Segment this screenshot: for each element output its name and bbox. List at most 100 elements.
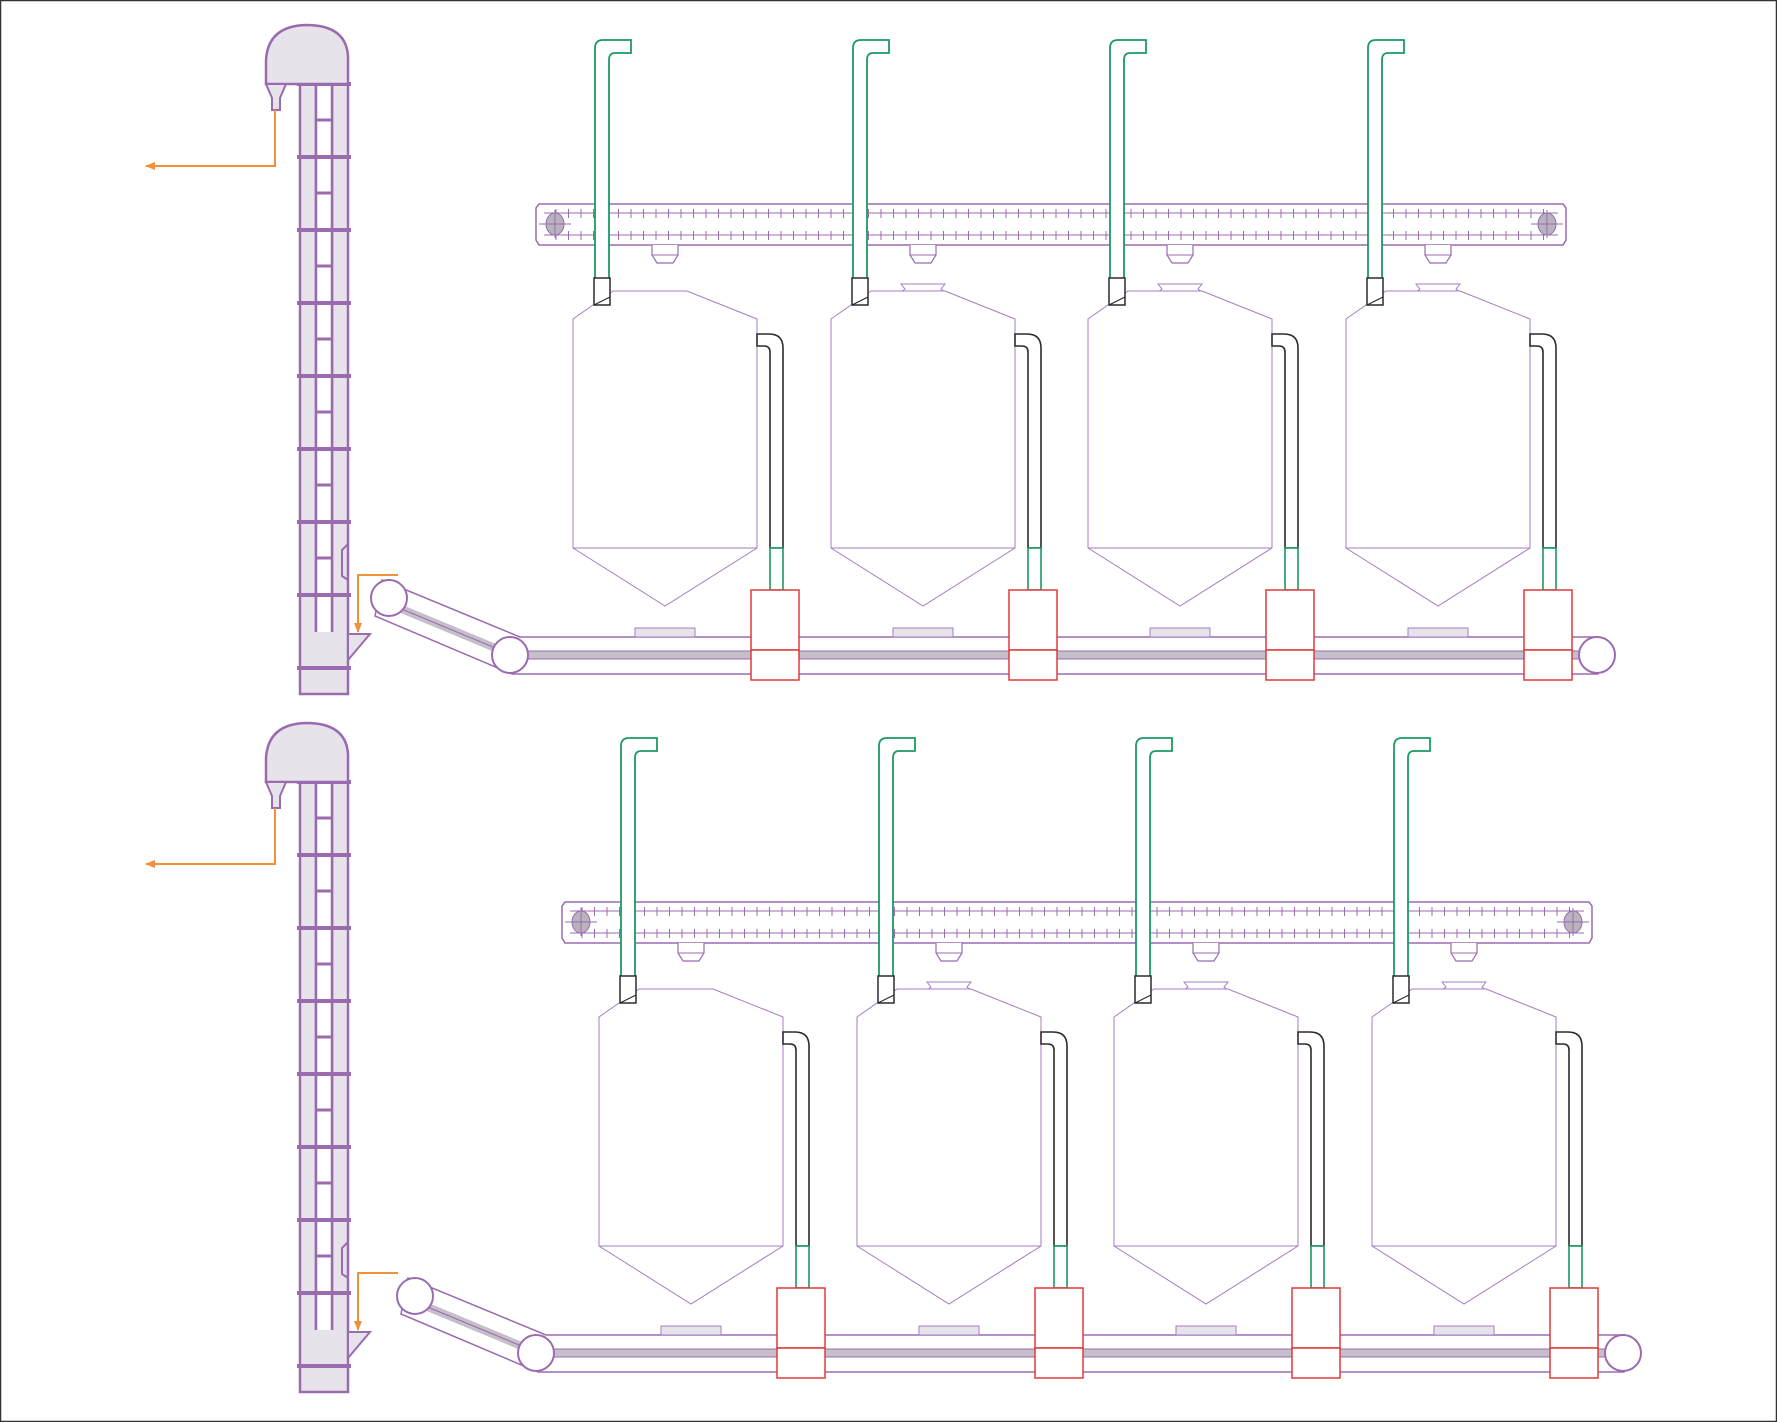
silo-return-pipe-lower [769, 547, 784, 591]
silo-3 [1087, 39, 1315, 681]
silo-gate-box-upper [750, 589, 800, 651]
silo-2 [830, 39, 1058, 681]
silo-1 [572, 39, 800, 681]
silo-fill-pipe-valve [877, 975, 895, 1004]
conveyor-pulley-bend [517, 1334, 555, 1372]
silo-fill-pipe [1367, 39, 1405, 278]
silo-gate-box-lower [776, 1347, 826, 1379]
silo-gate-box-upper [776, 1287, 826, 1349]
screw-conveyor [561, 901, 1593, 944]
conveyor-pulley-tail [370, 579, 408, 617]
elevator-inlet-hopper [347, 633, 373, 663]
silo-body [1371, 988, 1557, 1305]
silo-fill-pipe-valve [851, 277, 869, 306]
silo-fill-pipe-valve-mark [1108, 296, 1126, 306]
system-bottom [145, 721, 1642, 1394]
elevator-discharge-spout [264, 781, 288, 809]
elevator-inspection-door [341, 1241, 349, 1279]
silo-return-pipe-lower [1310, 1245, 1325, 1289]
silo-fill-pipe-valve-mark [1366, 296, 1384, 306]
silo-return-pipe [1271, 333, 1299, 549]
silo-body [598, 988, 784, 1305]
system-top [145, 23, 1616, 696]
silo-fill-pipe-valve-mark [1392, 994, 1410, 1004]
silo-1 [598, 737, 826, 1379]
silo-return-pipe-lower [1542, 547, 1557, 591]
bucket-elevator [264, 23, 373, 696]
silo-gate-box-lower [750, 649, 800, 681]
silo-fill-pipe-valve [619, 975, 637, 1004]
silo-gate-box-upper [1008, 589, 1058, 651]
screw-outlet-nozzle [909, 245, 937, 264]
elevator-inspection-door [341, 543, 349, 581]
silo-body [1345, 290, 1531, 607]
silo-body [1113, 988, 1299, 1305]
screw-conveyor [535, 203, 1567, 246]
silo-discharge-pad [660, 1325, 722, 1336]
screw-outlet-nozzle [935, 943, 963, 962]
conveyor-belt-incline-line [417, 1302, 532, 1351]
elevator-head [264, 721, 350, 784]
silo-body [1087, 290, 1273, 607]
silo-fill-pipe [620, 737, 658, 976]
silo-body [830, 290, 1016, 607]
elevator-head [264, 23, 350, 86]
silo-discharge-pad [1407, 627, 1469, 638]
bucket-elevator [264, 721, 373, 1394]
silo-fill-pipe-valve-mark [851, 296, 869, 306]
screw-outlet-nozzle [1424, 245, 1452, 264]
silo-return-pipe [782, 1031, 810, 1247]
silo-fill-pipe [1135, 737, 1173, 976]
silo-return-pipe-lower [795, 1245, 810, 1289]
silo-gate-box-upper [1549, 1287, 1599, 1349]
conveyor-pulley-tail [396, 1277, 434, 1315]
silo-return-pipe-lower [1284, 547, 1299, 591]
screw-outlet-nozzle [1166, 245, 1194, 264]
elevator-inlet-hopper [347, 1331, 373, 1361]
conveyor-pulley-bend [491, 636, 529, 674]
silo-return-pipe-lower [1568, 1245, 1583, 1289]
silo-body [856, 988, 1042, 1305]
silo-return-pipe [1040, 1031, 1068, 1247]
silo-return-pipe [1014, 333, 1042, 549]
silo-fill-pipe-valve-mark [619, 994, 637, 1004]
conveyor-pulley-head [1604, 1334, 1642, 1372]
silo-body [572, 290, 758, 607]
inlet-flow-arrow [354, 574, 398, 633]
elevator-leg-gap [316, 84, 332, 632]
outlet-flow-arrow [145, 808, 276, 868]
silo-fill-pipe-valve [1366, 277, 1384, 306]
silo-discharge-pad [1149, 627, 1211, 638]
silo-4 [1345, 39, 1573, 681]
silo-return-pipe-lower [1053, 1245, 1068, 1289]
silo-fill-pipe-valve [1134, 975, 1152, 1004]
screw-outlet-nozzle [677, 943, 705, 962]
silo-fill-pipe-valve [593, 277, 611, 306]
silo-gate-box-lower [1291, 1347, 1341, 1379]
silo-gate-box-lower [1265, 649, 1315, 681]
silo-gate-box-lower [1549, 1347, 1599, 1379]
elevator-discharge-spout [264, 83, 288, 111]
silo-discharge-pad [1175, 1325, 1237, 1336]
silo-fill-pipe-valve [1108, 277, 1126, 306]
silo-gate-box-lower [1008, 649, 1058, 681]
silo-gate-box-upper [1523, 589, 1573, 651]
silo-fill-pipe [1393, 737, 1431, 976]
silo-fill-pipe [852, 39, 890, 278]
conveyor-pulley-head [1578, 636, 1616, 674]
silo-4 [1371, 737, 1599, 1379]
silo-fill-pipe-valve [1392, 975, 1410, 1004]
silo-fill-pipe-valve-mark [877, 994, 895, 1004]
silo-fill-pipe-valve-mark [593, 296, 611, 306]
silo-gate-box-upper [1265, 589, 1315, 651]
silo-return-pipe [1555, 1031, 1583, 1247]
outlet-flow-arrow [145, 110, 276, 170]
inlet-flow-arrow [354, 1272, 398, 1331]
silo-fill-pipe [1109, 39, 1147, 278]
silo-return-pipe [1297, 1031, 1325, 1247]
screw-outlet-nozzle [1450, 943, 1478, 962]
silo-gate-box-upper [1291, 1287, 1341, 1349]
silo-gate-box-lower [1034, 1347, 1084, 1379]
silo-gate-box-upper [1034, 1287, 1084, 1349]
